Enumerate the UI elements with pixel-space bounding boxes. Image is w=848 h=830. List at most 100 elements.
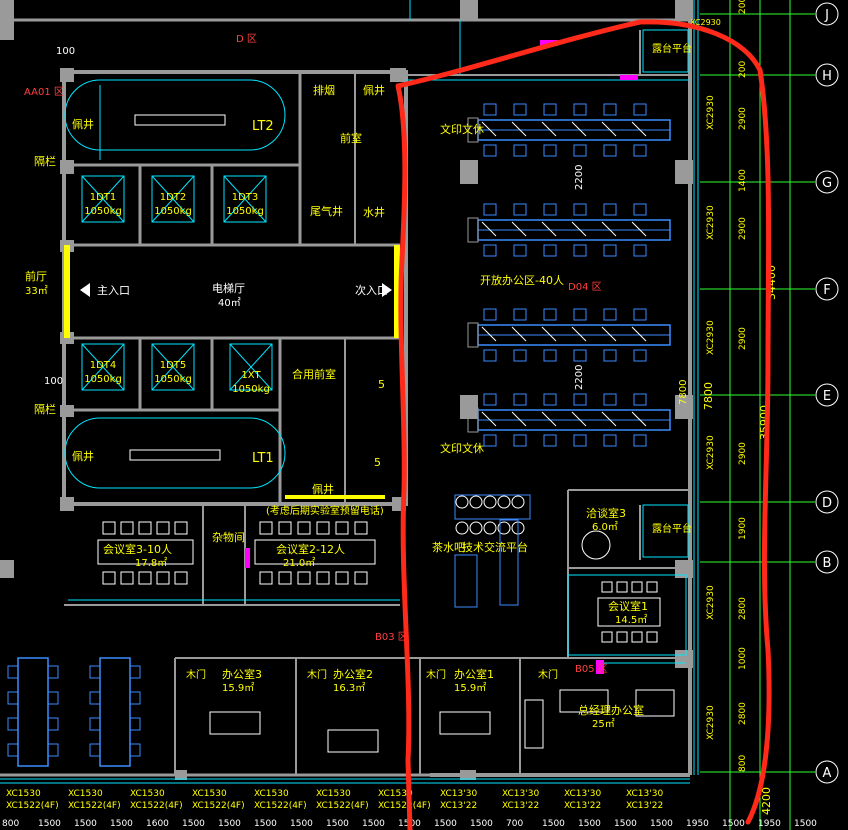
- desk-mark: [631, 411, 647, 427]
- elevator-1dt4: 1DT4: [90, 360, 117, 371]
- wall-label: XC2930: [706, 205, 716, 240]
- chair: [513, 203, 527, 216]
- chair: [7, 743, 19, 757]
- main-entrance: 主入口: [97, 284, 130, 297]
- bottom-dim: 1500: [326, 819, 349, 829]
- meeting-chair: [138, 521, 152, 535]
- meeting-chair: [297, 521, 311, 535]
- meeting-1-area: 14.5㎡: [615, 614, 647, 626]
- yellow-markers: [64, 245, 400, 499]
- window-label: XC13'22: [440, 801, 477, 811]
- bottom-dim: 1950: [758, 819, 781, 829]
- dim-2200-mid: 2200: [574, 365, 585, 390]
- rdim: 2900: [738, 217, 748, 240]
- meeting-chair: [297, 571, 311, 585]
- office-chairs: [455, 103, 647, 535]
- chair: [543, 144, 557, 157]
- shared-front: 合用前室: [292, 367, 336, 381]
- desk-mark: [541, 411, 557, 427]
- rdim: 1900: [738, 517, 748, 540]
- axis-H: H: [822, 69, 832, 84]
- bottom-dim: 1500: [650, 819, 673, 829]
- wall-labels: XC2930 XC2930 XC2930 XC2930 XC2930 XC293…: [690, 18, 721, 740]
- elevator-1dt2: 1DT2: [160, 192, 187, 203]
- window-label: XC1522(4F): [378, 801, 431, 811]
- desk-mark: [571, 326, 587, 342]
- chair: [513, 349, 527, 362]
- elevator-labels: 1DT1 1050kg 1DT2 1050kg 1DT3 1050kg 1DT4…: [84, 192, 270, 395]
- chair: [511, 495, 525, 509]
- room-labels: 排烟 佩井 佩井 佩井 佩井 前室 LT2 LT1 尾气井 水井 电梯厅 40㎡…: [25, 42, 692, 730]
- meeting-chair: [354, 521, 368, 535]
- bottom-dim: 700: [506, 819, 523, 829]
- wood-door-1: 木门: [186, 668, 206, 681]
- chair: [47, 717, 59, 731]
- meeting-chair: [120, 571, 134, 585]
- print-copy-2: 文印文休: [440, 441, 484, 455]
- office-2: 办公室2: [333, 667, 373, 681]
- zone-labels: D 区 AA01 区 D04 区 B03 区 B05 区: [24, 33, 608, 675]
- axis-labels: J H G F E D B A: [822, 8, 832, 781]
- left-station-block: [17, 657, 49, 767]
- chair: [469, 495, 483, 509]
- chair: [603, 349, 617, 362]
- open-platform-top: 露台平台: [652, 42, 692, 55]
- meeting-chairs: [102, 521, 658, 643]
- water-shaft: 水井: [363, 205, 385, 219]
- bottom-dim: 1500: [794, 819, 817, 829]
- chair: [455, 521, 469, 535]
- meeting-chair: [601, 581, 613, 593]
- bottom-dim: 1500: [614, 819, 637, 829]
- chair: [513, 393, 527, 406]
- vlabel-7800: 7800: [702, 382, 715, 410]
- chair: [89, 691, 101, 705]
- elevator-1dt5: 1DT5: [160, 360, 187, 371]
- storage: 杂物间: [212, 530, 245, 544]
- meeting-1: 会议室1: [608, 599, 648, 613]
- elevator-hall-area: 40㎡: [218, 297, 241, 309]
- window-label: XC13'22: [626, 801, 663, 811]
- meeting-chair: [138, 571, 152, 585]
- rdim: 2800: [738, 702, 748, 725]
- elevator-1dt1: 1DT1: [90, 192, 117, 203]
- pipe-well-left-top: 佩井: [72, 117, 94, 131]
- chair: [543, 349, 557, 362]
- railing-1: 隔栏: [34, 154, 56, 168]
- desk-mark: [511, 221, 527, 237]
- chair: [89, 665, 101, 679]
- window-label: XC1530: [254, 789, 289, 799]
- chair: [633, 144, 647, 157]
- meeting-chair: [646, 631, 658, 643]
- window-label: XC13'30: [626, 789, 663, 799]
- chair: [89, 717, 101, 731]
- rdim: 2900: [738, 442, 748, 465]
- window-label: XC1522(4F): [68, 801, 121, 811]
- meeting-chair: [316, 571, 330, 585]
- chair: [89, 743, 101, 757]
- desk-mark: [571, 221, 587, 237]
- wall-label: XC2930: [706, 320, 716, 355]
- chair: [573, 244, 587, 257]
- tea-bar: 茶水吧: [432, 541, 465, 554]
- chair: [483, 521, 497, 535]
- bottom-dim: 1500: [290, 819, 313, 829]
- bottom-dim: 1500: [470, 819, 493, 829]
- meeting-tables: [97, 494, 675, 749]
- bottom-dim: 1500: [542, 819, 565, 829]
- wood-door-2: 木门: [307, 668, 327, 681]
- desk-mark: [541, 221, 557, 237]
- desk-mark: [601, 121, 617, 137]
- office-1-area: 15.9㎡: [454, 682, 486, 694]
- rdim: 2900: [738, 327, 748, 350]
- window-label: XC1530: [378, 789, 413, 799]
- main-entrance-arrow-icon: [80, 283, 90, 297]
- chair: [633, 103, 647, 116]
- shaft-5b: 5: [374, 456, 381, 469]
- railing-2: 隔栏: [34, 402, 56, 416]
- window-label: XC13'30: [564, 789, 601, 799]
- meeting-chair: [156, 571, 170, 585]
- desk-mark: [631, 326, 647, 342]
- chair: [483, 393, 497, 406]
- meeting-chair: [156, 521, 170, 535]
- rdim: 1400: [738, 169, 748, 192]
